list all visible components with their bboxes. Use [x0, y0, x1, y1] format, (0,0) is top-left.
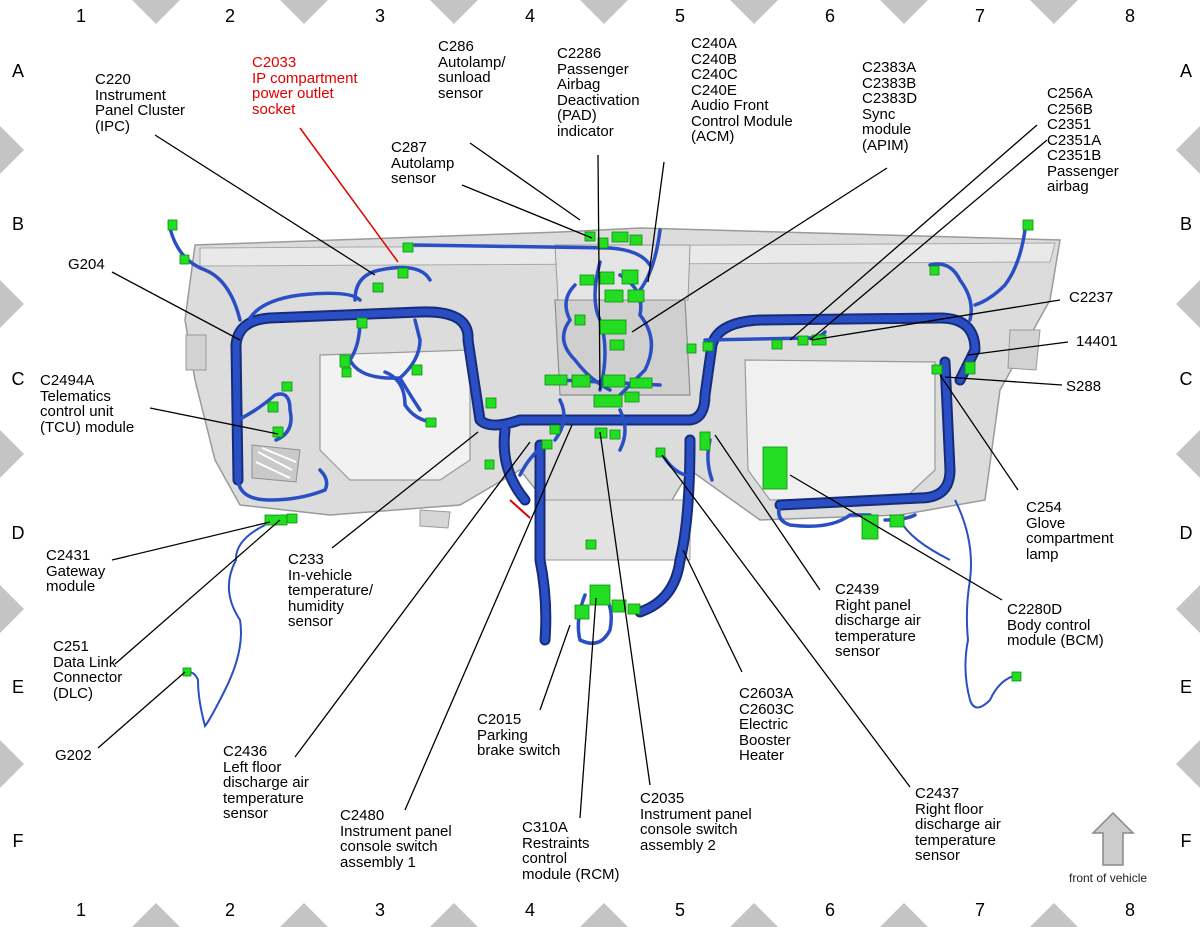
- leader-lines: [97, 124, 1069, 819]
- grid-row-e-right: E: [1179, 677, 1192, 697]
- grid-col-2: 2: [224, 6, 235, 26]
- label-c2480: C2480 Instrument panel console switch as…: [340, 807, 452, 871]
- label-c2436: C2436 Left floor discharge air temperatu…: [223, 743, 309, 822]
- grid-col-6: 6: [824, 6, 835, 26]
- grid-row-f: F: [12, 831, 24, 851]
- grid-row-a-right: A: [1179, 61, 1192, 81]
- grid-col-3: 3: [374, 6, 385, 26]
- label-c2603: C2603A C2603C Electric Booster Heater: [739, 685, 795, 764]
- label-c2439: C2439 Right panel discharge air temperat…: [835, 581, 921, 660]
- label-c220: C220 Instrument Panel Cluster (IPC): [95, 71, 186, 135]
- grid-col-4-bottom: 4: [524, 900, 535, 920]
- red-wire: [509, 499, 531, 519]
- grid-col-1: 1: [75, 6, 86, 26]
- up-arrow-icon: [1091, 811, 1135, 866]
- grid-row-f-right: F: [1180, 831, 1192, 851]
- c2033-leader-line: [299, 127, 399, 263]
- label-c286: C286 Autolamp/ sunload sensor: [438, 38, 506, 102]
- grid-col-8: 8: [1124, 6, 1135, 26]
- label-c2437: C2437 Right floor discharge air temperat…: [915, 785, 1001, 864]
- label-c240: C240A C240B C240C C240E Audio Front Cont…: [691, 35, 793, 145]
- label-g202: G202: [55, 747, 92, 764]
- grid-row-b: B: [11, 214, 24, 234]
- label-c2035: C2035 Instrument panel console switch as…: [640, 790, 752, 854]
- label-c2033: C2033 IP compartment power outlet socket: [252, 54, 358, 118]
- grid-col-3-bottom: 3: [374, 900, 385, 920]
- label-c2280d: C2280D Body control module (BCM): [1007, 601, 1104, 649]
- instrument-panel-structure: [184, 227, 1061, 561]
- grid-col-6-bottom: 6: [824, 900, 835, 920]
- grid-col-8-bottom: 8: [1124, 900, 1135, 920]
- label-c2015: C2015 Parking brake switch: [477, 711, 561, 759]
- label-c2383: C2383A C2383B C2383D Sync module (APIM): [862, 59, 918, 154]
- label-c233: C233 In-vehicle temperature/ humidity se…: [288, 551, 374, 630]
- label-c2237: C2237: [1069, 289, 1114, 306]
- label-g204: G204: [68, 256, 105, 273]
- label-c256: C256A C256B C2351 C2351A C2351B Passenge…: [1047, 85, 1119, 195]
- grid-row-e: E: [11, 677, 24, 697]
- label-c2494a: C2494A Telematics control unit (TCU) mod…: [40, 372, 135, 436]
- grid-row-c: C: [11, 369, 25, 389]
- grid-col-7-bottom: 7: [974, 900, 985, 920]
- grid-row-d: D: [11, 523, 25, 543]
- label-s288: S288: [1066, 378, 1102, 395]
- grid-col-5: 5: [674, 6, 685, 26]
- label-c310a: C310A Restraints control module (RCM): [522, 819, 620, 883]
- grid-row-c-right: C: [1179, 369, 1193, 389]
- grid-col-4: 4: [524, 6, 535, 26]
- grid-row-a: A: [11, 61, 24, 81]
- grid-col-5-bottom: 5: [674, 900, 685, 920]
- grid-col-1-bottom: 1: [75, 900, 86, 920]
- front-of-vehicle-label: front of vehicle: [1069, 871, 1148, 885]
- grid-row-b-right: B: [1179, 214, 1192, 234]
- label-c287: C287 Autolamp sensor: [391, 139, 455, 187]
- wiring-harness: [230, 306, 981, 646]
- label-c2286: C2286 Passenger Airbag Deactivation (PAD…: [557, 45, 640, 140]
- grid-col-2-bottom: 2: [224, 900, 235, 920]
- grid-col-7: 7: [974, 6, 985, 26]
- grid-row-d-right: D: [1179, 523, 1193, 543]
- label-14401: 14401: [1076, 333, 1118, 350]
- label-c251: C251 Data Link Connector (DLC): [53, 638, 123, 702]
- label-c254: C254 Glove compartment lamp: [1026, 499, 1114, 563]
- label-c2431: C2431 Gateway module: [46, 547, 106, 595]
